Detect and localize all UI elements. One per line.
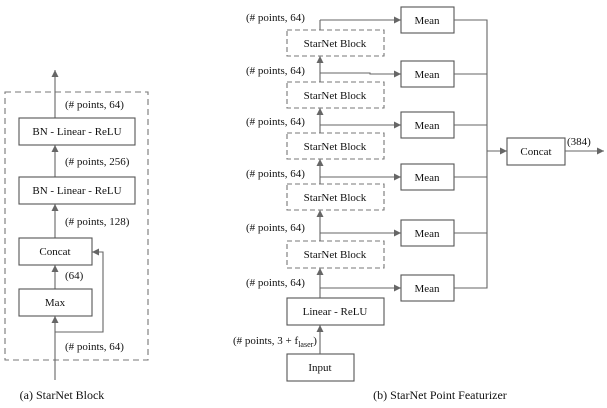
- svg-text:StarNet Block: StarNet Block: [304, 249, 367, 261]
- featurizer-input-box: [286, 353, 355, 382]
- featurizer-mean-5: Mean: [400, 219, 455, 247]
- featurizer-caption: (b) StarNet Point Featurizer: [373, 388, 507, 402]
- svg-text:StarNet Block: StarNet Block: [304, 38, 367, 50]
- svg-text:StarNet Block: StarNet Block: [304, 90, 367, 102]
- point-featurizer-panel: Input (# points, 3 + flaser) Linear - Re…: [233, 6, 604, 402]
- block-max-label: Max: [45, 297, 66, 309]
- featurizer-merge-1: [454, 19, 488, 289]
- block-concat-box: [18, 237, 93, 266]
- featurizer-mean-4: Mean: [400, 163, 455, 191]
- block-bn-linear-relu-bottom-box: [18, 176, 136, 205]
- block-dim-top: (# points, 64): [65, 99, 124, 111]
- svg-text:Mean: Mean: [414, 69, 440, 81]
- featurizer-dim-4: (# points, 64): [246, 168, 305, 180]
- starnet-block-panel: BN - Linear - ReLU BN - Linear - ReLU Co…: [4, 70, 149, 402]
- block-max-box: [18, 288, 93, 317]
- featurizer-concat-box: [506, 137, 566, 166]
- block-dim-128: (# points, 128): [65, 216, 130, 228]
- block-bn-linear-relu-bottom-label: BN - Linear - ReLU: [32, 185, 121, 197]
- svg-text:StarNet Block: StarNet Block: [304, 141, 367, 153]
- svg-text:StarNet Block: StarNet Block: [304, 192, 367, 204]
- featurizer-starnet-block-5: StarNet Block: [286, 240, 385, 269]
- featurizer-mean-6: Mean: [400, 274, 455, 302]
- block-dashed-frame: [4, 91, 149, 361]
- featurizer-concat-label: Concat: [520, 146, 551, 158]
- svg-text:Mean: Mean: [414, 228, 440, 240]
- featurizer-dim-2: (# points, 64): [246, 65, 305, 77]
- svg-text:Mean: Mean: [414, 283, 440, 295]
- block-skip-arrow: [55, 248, 104, 333]
- block-bn-linear-relu-top-label: BN - Linear - ReLU: [32, 126, 121, 138]
- featurizer-tap-2: [320, 70, 401, 78]
- featurizer-dim-5: (# points, 64): [246, 222, 305, 234]
- featurizer-dim-6: (# points, 64): [246, 277, 305, 289]
- featurizer-dim-input: (# points, 3 + flaser): [233, 335, 317, 349]
- block-caption: (a) StarNet Block: [20, 388, 105, 402]
- featurizer-mean-1: Mean: [400, 6, 455, 34]
- svg-text:Mean: Mean: [414, 172, 440, 184]
- block-bn-linear-relu-top-box: [18, 117, 136, 146]
- featurizer-starnet-block-4: StarNet Block: [286, 183, 385, 211]
- featurizer-starnet-block-3: StarNet Block: [286, 132, 385, 160]
- featurizer-dim-1: (# points, 64): [246, 12, 305, 24]
- featurizer-input-label: Input: [308, 362, 331, 374]
- svg-text:Mean: Mean: [414, 15, 440, 27]
- featurizer-linear-relu-box: [286, 297, 385, 326]
- block-dim-256: (# points, 256): [65, 156, 130, 168]
- featurizer-dim-3: (# points, 64): [246, 116, 305, 128]
- featurizer-dim-out: (384): [567, 136, 591, 148]
- featurizer-linear-relu-label: Linear - ReLU: [303, 306, 368, 318]
- block-dim-input: (# points, 64): [65, 341, 124, 353]
- block-dim-64: (64): [65, 270, 84, 282]
- svg-text:Mean: Mean: [414, 120, 440, 132]
- block-concat-label: Concat: [39, 246, 70, 258]
- featurizer-starnet-block-2: StarNet Block: [286, 81, 385, 109]
- featurizer-mean-2: Mean: [400, 60, 455, 88]
- featurizer-mean-3: Mean: [400, 111, 455, 139]
- featurizer-starnet-block-1: StarNet Block: [286, 29, 385, 57]
